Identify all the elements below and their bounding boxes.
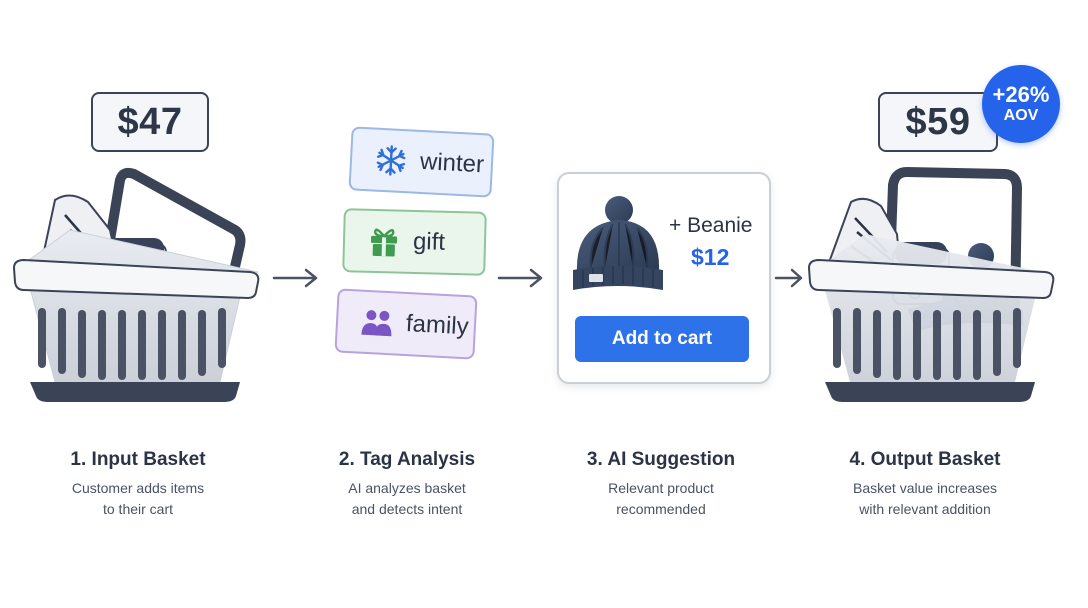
input-price: $47 — [117, 100, 183, 143]
tag-winter: winter — [348, 126, 495, 198]
step-4-title: 4. Output Basket — [849, 449, 1001, 470]
tag-label-gift: gift — [412, 227, 446, 256]
gift-icon — [370, 228, 398, 257]
suggested-product-name: + Beanie — [669, 214, 753, 237]
snowflake-icon — [376, 145, 406, 176]
step-3-description: Relevant product recommended — [531, 478, 791, 520]
arrow-right-icon — [774, 268, 803, 288]
step-1-desc-line-1: Customer adds items — [71, 480, 205, 496]
step-1-description: Customer adds items to their cart — [8, 478, 268, 520]
step-3-desc-line-1: Relevant product — [608, 480, 714, 496]
step-4-description: Basket value increases with relevant add… — [795, 478, 1055, 520]
tag-gift: gift — [342, 208, 487, 276]
step-2-title: 2. Tag Analysis — [338, 449, 476, 470]
tag-family: family — [334, 288, 478, 360]
step-1-desc-line-2: to their cart — [102, 501, 174, 517]
input-price-box: $47 — [91, 92, 209, 152]
input-basket-illustration — [12, 167, 260, 402]
aov-badge-label: AOV — [1003, 107, 1039, 124]
arrow-right-icon — [272, 268, 318, 288]
suggested-product-price: $12 — [691, 244, 730, 270]
add-to-cart-button[interactable]: Add to cart — [575, 316, 749, 362]
aov-badge-value: +26% — [992, 82, 1050, 107]
tag-label-winter: winter — [419, 147, 485, 179]
step-2-desc-line-2: and detects intent — [351, 501, 463, 517]
output-price-box: $59 — [878, 92, 998, 152]
step-3-title: 3. AI Suggestion — [586, 449, 736, 470]
step-2-description: AI analyzes basket and detects intent — [277, 478, 537, 520]
aov-badge: +26% AOV — [982, 65, 1060, 143]
output-basket-illustration — [807, 167, 1055, 402]
step-4-desc-line-1: Basket value increases — [853, 480, 997, 496]
output-price: $59 — [905, 100, 971, 143]
step-2-desc-line-1: AI analyzes basket — [348, 480, 466, 496]
suggestion-card: + Beanie $12 Add to cart — [557, 172, 771, 384]
step-4-desc-line-2: with relevant addition — [859, 501, 991, 517]
step-1-title: 1. Input Basket — [70, 449, 206, 470]
beanie-icon — [573, 196, 663, 290]
arrow-right-icon — [497, 268, 543, 288]
tag-label-family: family — [405, 310, 470, 341]
step-3-desc-line-2: recommended — [616, 501, 706, 517]
family-icon — [361, 310, 392, 337]
